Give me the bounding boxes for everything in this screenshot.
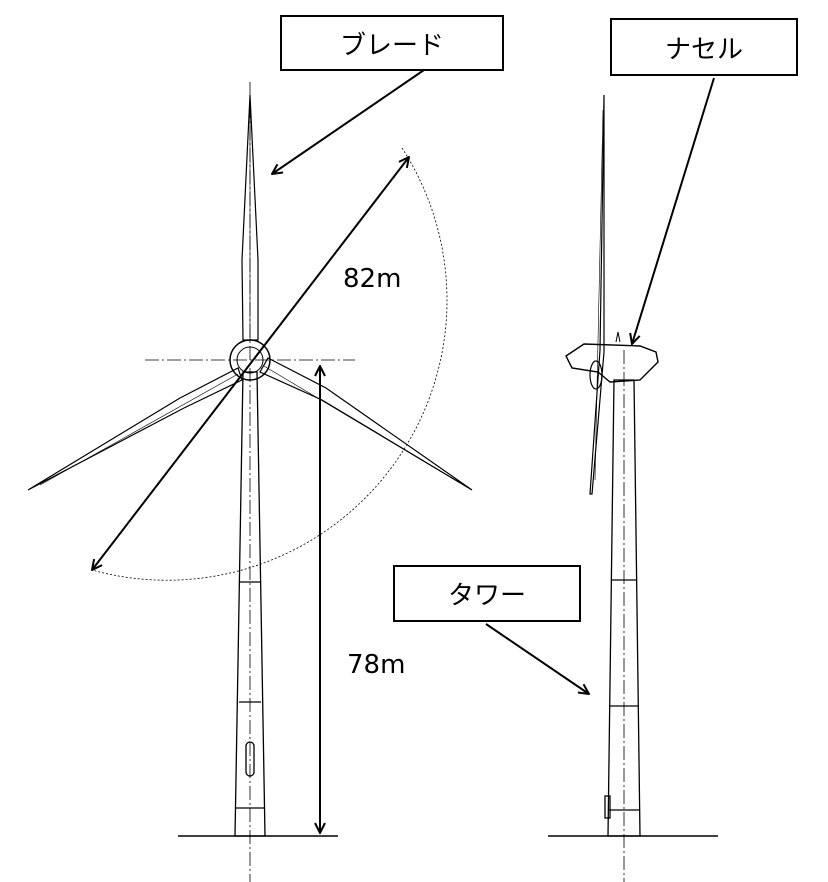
rotor-sweep-arc — [91, 147, 448, 581]
side-view-turbine — [548, 94, 718, 882]
nacelle-label: ナセル — [610, 18, 798, 76]
blade-leader-arrow — [272, 69, 425, 174]
tower-label-text: タワー — [447, 581, 526, 611]
side-blade — [589, 94, 605, 495]
nacelle-leader-arrow — [632, 77, 715, 344]
tower-label: タワー — [393, 565, 581, 622]
rotor-diameter-label: 82m — [343, 264, 402, 294]
front-view-turbine — [27, 82, 473, 882]
blade-label-text: ブレード — [339, 30, 444, 61]
side-hub-spinner — [589, 360, 603, 390]
blade-label: ブレード — [280, 15, 504, 71]
front-blade-left — [27, 367, 243, 491]
front-tower-door — [245, 741, 255, 777]
side-tower — [604, 379, 641, 837]
side-nacelle — [565, 343, 659, 383]
front-blade-right — [259, 357, 473, 491]
tower-leader-arrow — [485, 623, 589, 694]
hub-height-label: 78m — [347, 650, 406, 680]
rotor-diameter-arrow — [92, 157, 409, 570]
nacelle-label-text: ナセル — [664, 34, 743, 65]
